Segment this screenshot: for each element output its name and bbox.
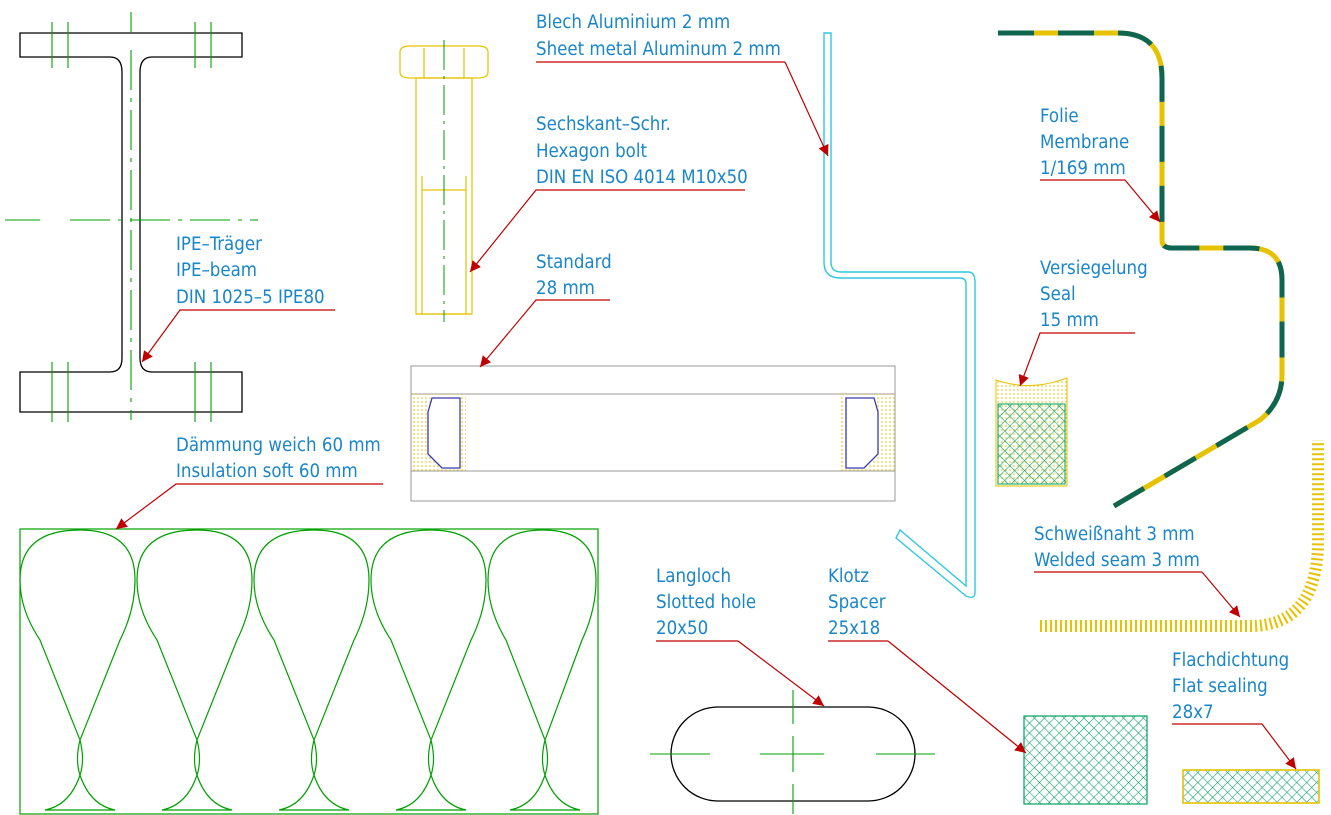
- seal: [995, 377, 1068, 487]
- label-insulation: Dämmung weich 60 mm Insulation soft 60 m…: [176, 435, 381, 482]
- standard-pane: [410, 365, 896, 502]
- label-seal-line1: Versiegelung: [1040, 258, 1148, 279]
- label-standard-line2: 28 mm: [536, 278, 595, 299]
- label-ipe-line1: IPE–Träger: [176, 234, 262, 255]
- label-seal-line2: Seal: [1040, 284, 1076, 305]
- label-membrane-line2: Membrane: [1040, 132, 1129, 153]
- label-ipe-line2: IPE–beam: [176, 260, 257, 281]
- label-bolt-line2: Hexagon bolt: [536, 141, 647, 162]
- label-sheet-line1: Blech Aluminium 2 mm: [536, 12, 730, 33]
- label-spacer: Klotz Spacer 25x18: [828, 566, 886, 639]
- spacer-block: [1023, 715, 1148, 805]
- label-slot-line1: Langloch: [656, 566, 731, 587]
- label-slot: Langloch Slotted hole 20x50: [656, 566, 756, 639]
- label-spacer-line2: Spacer: [828, 592, 886, 613]
- membrane: [998, 30, 1285, 509]
- slotted-hole: [670, 706, 916, 802]
- label-bolt: Sechskant–Schr. Hexagon bolt DIN EN ISO …: [536, 114, 748, 188]
- label-standard-line1: Standard: [536, 252, 612, 273]
- insulation: [19, 528, 599, 815]
- label-flat-line2: Flat sealing: [1172, 676, 1268, 697]
- label-spacer-line1: Klotz: [828, 566, 869, 587]
- ipe-beam: [19, 32, 243, 413]
- label-sheet-line2: Sheet metal Aluminum 2 mm: [536, 39, 781, 60]
- label-slot-line2: Slotted hole: [656, 592, 756, 613]
- label-membrane-line3: 1/169 mm: [1040, 158, 1126, 179]
- label-flat: Flachdichtung Flat sealing 28x7: [1172, 650, 1289, 723]
- label-sheet: Blech Aluminium 2 mm Sheet metal Aluminu…: [536, 12, 781, 60]
- label-weld: Schweißnaht 3 mm Welded seam 3 mm: [1034, 524, 1200, 571]
- label-slot-line3: 20x50: [656, 618, 708, 639]
- label-spacer-line3: 25x18: [828, 618, 880, 639]
- label-flat-line3: 28x7: [1172, 702, 1214, 723]
- label-ipe: IPE–Träger IPE–beam DIN 1025–5 IPE80: [176, 234, 325, 308]
- label-membrane-line1: Folie: [1040, 106, 1079, 127]
- label-bolt-line3: DIN EN ISO 4014 M10x50: [536, 167, 748, 188]
- label-insulation-line2: Insulation soft 60 mm: [176, 461, 358, 482]
- leader-lines: [115, 61, 1296, 769]
- label-bolt-line1: Sechskant–Schr.: [536, 114, 671, 135]
- label-weld-line2: Welded seam 3 mm: [1034, 550, 1200, 571]
- ipe-axes: [5, 12, 258, 422]
- weld-seam: [1040, 440, 1324, 632]
- label-seal-line3: 15 mm: [1040, 310, 1099, 331]
- label-weld-line1: Schweißnaht 3 mm: [1034, 524, 1195, 545]
- standard-spacer: [427, 397, 879, 469]
- label-ipe-line3: DIN 1025–5 IPE80: [176, 287, 325, 308]
- label-flat-line1: Flachdichtung: [1172, 650, 1289, 671]
- label-seal: Versiegelung Seal 15 mm: [1040, 258, 1148, 331]
- aluminium-sheet: [823, 32, 976, 599]
- slot-axes: [650, 690, 935, 814]
- label-insulation-line1: Dämmung weich 60 mm: [176, 435, 381, 456]
- label-membrane: Folie Membrane 1/169 mm: [1040, 106, 1129, 179]
- label-standard: Standard 28 mm: [536, 252, 612, 299]
- flat-sealing: [1182, 769, 1320, 804]
- standard-sealant: [411, 394, 895, 471]
